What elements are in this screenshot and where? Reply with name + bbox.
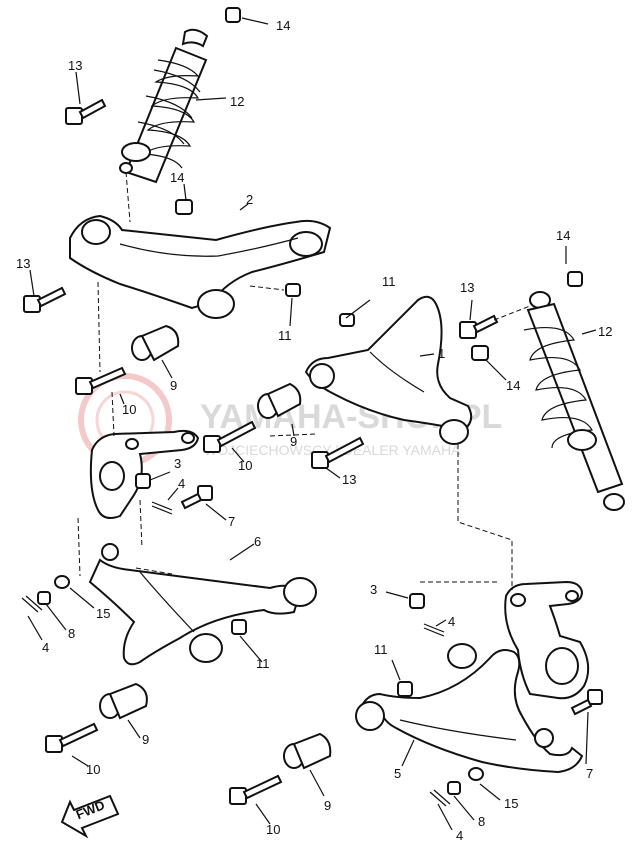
bushing-9-lower-right <box>283 732 332 770</box>
callout-4: 4 <box>42 640 49 655</box>
bushing-9-upper <box>131 324 180 362</box>
cotter-pin-4-lower-right <box>429 789 451 807</box>
callout-13: 13 <box>460 280 474 295</box>
watermark-sub-text: WOJCIECHOWSCY | DEALER YAMAHA <box>204 442 461 458</box>
steering-knuckle-right <box>504 580 590 700</box>
bolt-10-lower-left <box>45 722 99 753</box>
cotter-pin-4-far-left <box>21 595 43 613</box>
nut-8-right <box>447 781 461 795</box>
cotter-pin-4-right <box>423 623 445 637</box>
callout-5: 5 <box>394 766 401 781</box>
upper-arm-2 <box>69 214 332 319</box>
washer-15-left <box>54 575 70 589</box>
callout-9: 9 <box>142 732 149 747</box>
callout-9: 9 <box>324 798 331 813</box>
bolt-13-center <box>311 436 365 469</box>
nut-14-upper-arm <box>175 199 193 215</box>
callout-11: 11 <box>278 328 292 343</box>
bolt-7-right <box>570 689 603 716</box>
callout-8: 8 <box>68 626 75 641</box>
callout-3: 3 <box>370 582 377 597</box>
callout-11: 11 <box>256 656 270 671</box>
callout-13: 13 <box>68 58 82 73</box>
nut-11-upper-right <box>339 313 355 327</box>
callout-7: 7 <box>228 514 235 529</box>
callout-11: 11 <box>382 274 396 289</box>
bolt-10-lower-right <box>229 774 283 805</box>
nut-11-lower-left <box>231 619 247 635</box>
fwd-arrow: FWD <box>60 794 120 839</box>
callout-14: 14 <box>506 378 520 393</box>
callout-12: 12 <box>230 94 244 109</box>
lower-arm-6 <box>88 543 317 666</box>
callout-8: 8 <box>478 814 485 829</box>
bushing-9-middle <box>257 382 302 419</box>
callout-12: 12 <box>598 324 612 339</box>
callout-9: 9 <box>290 434 297 449</box>
callout-15: 15 <box>96 606 110 621</box>
callout-6: 6 <box>254 534 261 549</box>
callout-11: 11 <box>374 642 388 657</box>
cotter-pin-4-left <box>151 501 173 515</box>
nut-11-upper <box>285 283 301 297</box>
callout-4: 4 <box>448 614 455 629</box>
shock-absorber-left <box>119 7 241 184</box>
callout-2: 2 <box>246 192 253 207</box>
callout-4: 4 <box>178 476 185 491</box>
callout-numbers: 14 13 12 14 2 13 11 9 10 10 3 4 7 6 15 8… <box>16 18 612 843</box>
assembly-lines <box>77 171 531 590</box>
steering-knuckle-left <box>89 429 200 519</box>
callout-13: 13 <box>342 472 356 487</box>
nut-3-right <box>409 593 425 609</box>
callout-14: 14 <box>170 170 184 185</box>
callout-10: 10 <box>122 402 136 417</box>
bolt-10-upper <box>75 366 127 395</box>
nut-14-right-arm <box>471 345 489 361</box>
callout-3: 3 <box>174 456 181 471</box>
callout-7: 7 <box>586 766 593 781</box>
washer-15-right <box>468 767 484 781</box>
bushing-9-lower-left <box>99 682 148 720</box>
bolt-13-lower <box>23 286 67 313</box>
callout-14: 14 <box>276 18 290 33</box>
leader-lines <box>27 17 597 831</box>
lower-arm-5 <box>355 643 584 774</box>
upper-arm-1 <box>304 295 473 445</box>
shock-absorber-right <box>523 271 625 511</box>
callout-10: 10 <box>238 458 252 473</box>
callout-15: 15 <box>504 796 518 811</box>
bolt-13-right <box>459 314 499 339</box>
callout-13: 13 <box>16 256 30 271</box>
nut-11-lower-right <box>397 681 413 697</box>
nut-3-left <box>135 473 151 489</box>
bolt-13-upper <box>65 98 107 125</box>
bolt-10-middle <box>203 420 257 453</box>
callout-1: 1 <box>438 346 445 361</box>
callout-9: 9 <box>170 378 177 393</box>
callout-10: 10 <box>86 762 100 777</box>
nut-8-left <box>37 591 51 605</box>
callout-14: 14 <box>556 228 570 243</box>
callout-10: 10 <box>266 822 280 837</box>
bolt-7-left <box>180 485 213 510</box>
callout-4: 4 <box>456 828 463 843</box>
